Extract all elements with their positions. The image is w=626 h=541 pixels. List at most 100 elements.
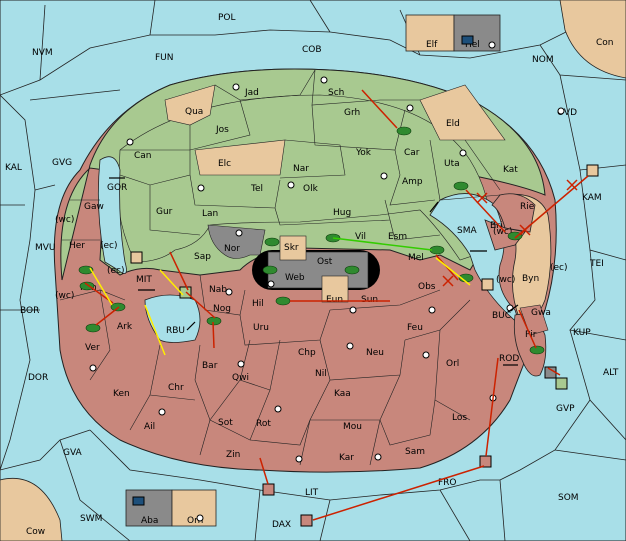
region-Eun[interactable] (321, 275, 349, 303)
move-arrow-icon (361, 89, 398, 129)
label-Web: Web (285, 273, 305, 283)
label-wc4: (wc) (493, 227, 512, 237)
label-Hel: Hel (465, 40, 480, 50)
label-Sap: Sap (194, 252, 211, 262)
supply-center-icon (126, 138, 134, 146)
label-POL: POL (218, 13, 236, 23)
move-arrow-icon (185, 291, 216, 319)
label-Con: Con (596, 38, 614, 48)
label-Hil: Hil (252, 299, 264, 309)
supply-center-icon (428, 306, 436, 314)
label-NOM: NOM (532, 55, 554, 65)
supply-center-icon (267, 280, 275, 288)
label-Eun: Eun (326, 295, 343, 305)
region-Skr[interactable] (279, 235, 307, 261)
supply-center-icon (235, 229, 243, 237)
label-Vil: Vil (355, 232, 366, 242)
label-Obs: Obs (418, 282, 436, 292)
label-Ost: Ost (317, 257, 333, 267)
label-Eld: Eld (446, 119, 460, 129)
ship-icon (461, 35, 474, 45)
region-Rie[interactable] (491, 193, 536, 233)
supply-center-icon (459, 149, 467, 157)
label-NVM: NVM (32, 48, 53, 58)
supply-center-icon (488, 41, 496, 49)
tank-icon (264, 237, 280, 247)
move-arrow-icon (212, 321, 215, 349)
label-Sam: Sam (405, 447, 425, 457)
label-Gur: Gur (156, 207, 173, 217)
cut-support-x-icon (566, 179, 578, 191)
label-Sch: Sch (328, 88, 344, 98)
label-Jad: Jad (244, 88, 259, 98)
label-GVA: GVA (63, 448, 83, 458)
label-Nar: Nar (293, 164, 309, 174)
label-Olk: Olk (303, 184, 319, 194)
supply-center-icon (406, 104, 414, 112)
move-arrow-icon (259, 457, 269, 485)
label-Aba: Aba (141, 516, 158, 526)
label-Bri: Bri (490, 221, 502, 231)
tank-icon (78, 265, 94, 275)
label-Esm: Esm (388, 232, 407, 242)
label-Uru: Uru (253, 323, 269, 333)
label-Grh: Grh (344, 108, 360, 118)
move-arrow-icon (169, 251, 189, 291)
move-arrow-icon (332, 237, 433, 251)
cut-marks (442, 179, 578, 287)
ship-icon (555, 377, 568, 390)
ship-icon (481, 278, 494, 291)
label-GOR: GOR (107, 183, 127, 193)
supply-center-icon (237, 360, 245, 368)
tank-icon (262, 265, 278, 275)
label-Mel: Mel (408, 253, 424, 263)
tank-icon (396, 126, 412, 136)
label-Qwi: Qwi (232, 373, 249, 383)
move-arrow-icon (435, 257, 471, 286)
label-LIT: LIT (305, 488, 319, 498)
label-SWM: SWM (80, 514, 102, 524)
region-GOR[interactable] (97, 156, 127, 274)
supply-center-icon (380, 172, 388, 180)
ship-icon (586, 164, 599, 177)
label-Tel: Tel (250, 184, 263, 194)
label-Ken: Ken (113, 389, 130, 399)
region-Cow[interactable] (0, 478, 63, 541)
label-Nil: Nil (315, 369, 327, 379)
region-Elc[interactable] (194, 139, 286, 176)
cut-support-x-icon (519, 224, 531, 236)
label-Jos: Jos (215, 125, 229, 135)
label-Ail: Ail (144, 422, 155, 432)
label-Car: Car (404, 148, 420, 158)
region-Eld[interactable] (419, 84, 506, 141)
tank-icon (453, 181, 469, 191)
two-way-arrow-icon (186, 321, 196, 331)
region-labels: POL NVM FUN COB NOM OVD Con Elf Hel KAL … (5, 13, 619, 537)
label-Zin: Zin (226, 450, 240, 460)
label-ec1: (ec) (100, 241, 118, 251)
region-Nor[interactable] (207, 224, 266, 259)
label-ROD: ROD (499, 354, 519, 364)
label-GVP: GVP (556, 404, 575, 414)
tank-icon (429, 245, 445, 255)
supply-center-icon (89, 364, 97, 372)
label-Gaw: Gaw (84, 202, 104, 212)
label-Los: Los (452, 413, 467, 423)
label-BUC: BUC (492, 311, 511, 321)
region-Elf[interactable] (405, 14, 455, 52)
label-KAL: KAL (5, 163, 22, 173)
label-Ark: Ark (117, 322, 133, 332)
move-arrow-icon (465, 189, 506, 233)
tank-icon (529, 345, 545, 355)
label-ec2: (ec) (107, 266, 125, 276)
label-Chp: Chp (298, 348, 316, 358)
label-FRO: FRO (438, 478, 457, 488)
label-Chr: Chr (168, 383, 184, 393)
label-Kaa: Kaa (334, 389, 351, 399)
supply-center-icon (374, 453, 382, 461)
region-Qua[interactable] (164, 84, 216, 126)
label-Nor: Nor (224, 244, 240, 254)
two-way-arrow-icon (507, 304, 519, 313)
region-Orn[interactable] (171, 489, 217, 527)
